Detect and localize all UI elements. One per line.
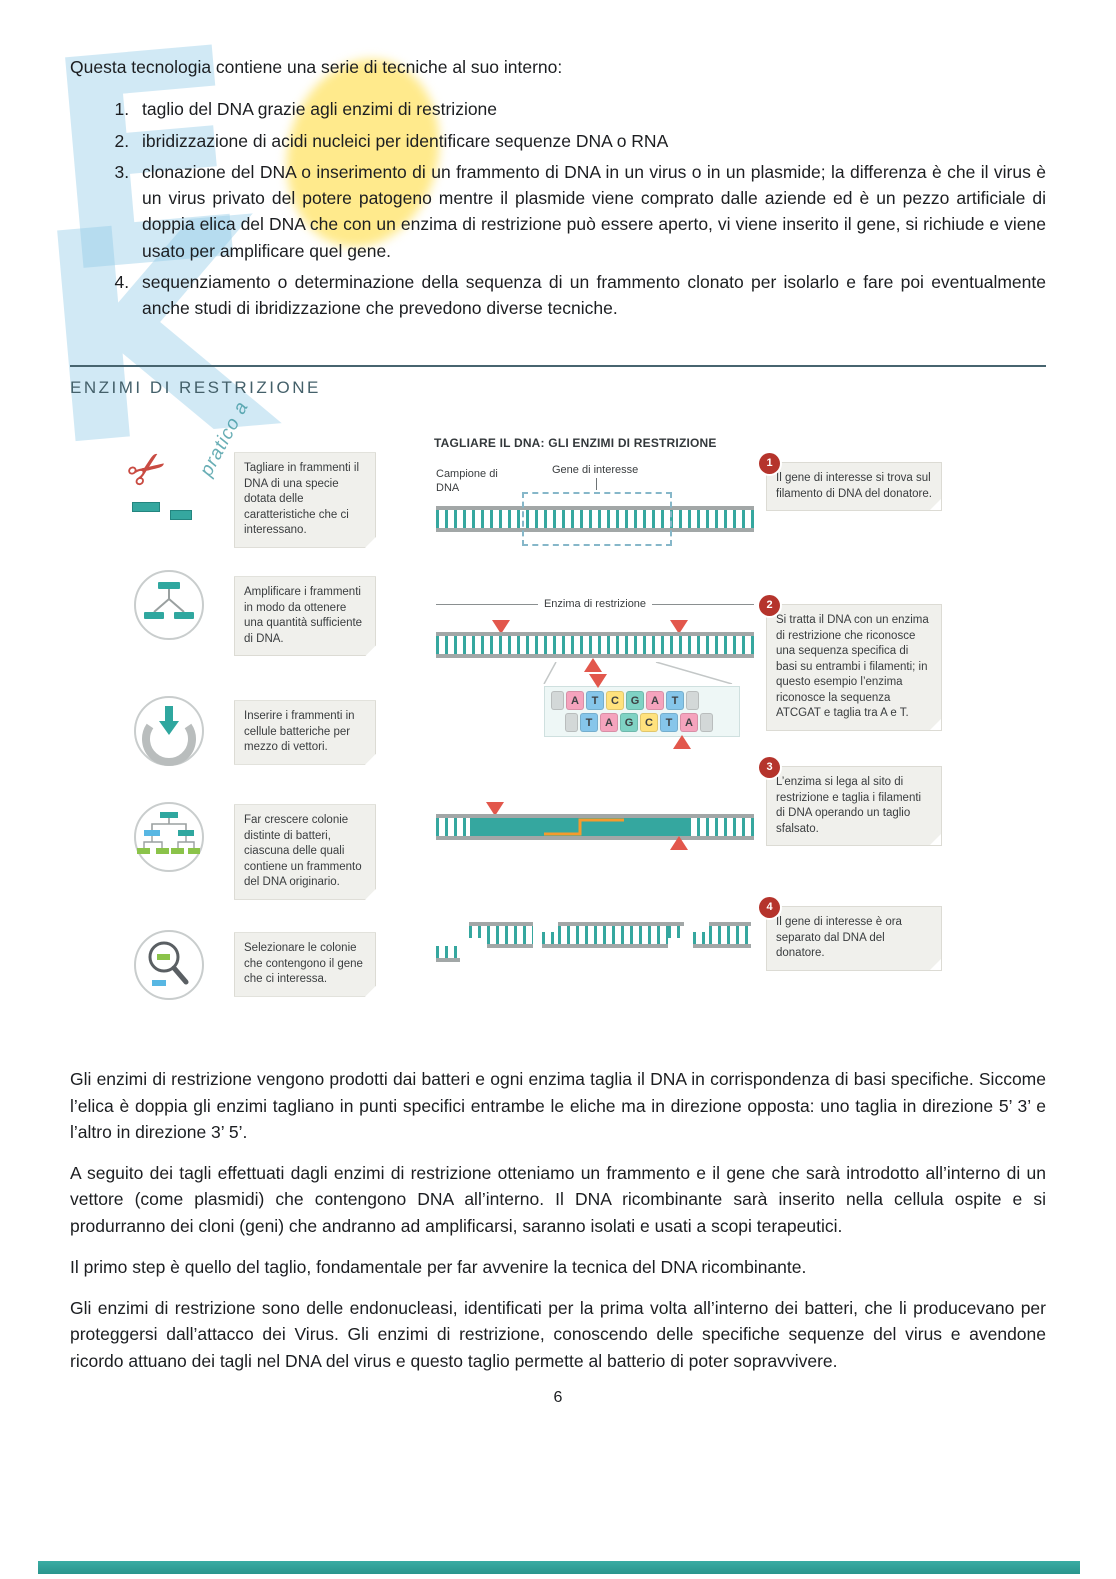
figure-step-box: Selezionare le colonie che contengono il… (234, 932, 376, 997)
base-box: G (626, 691, 644, 711)
sticky-end (693, 932, 709, 949)
base-box: T (586, 691, 604, 711)
enzyme-cut-triangle (670, 620, 688, 635)
callout-number-badge: 2 (759, 595, 780, 617)
body-paragraph: A seguito dei tagli effettuati dagli enz… (70, 1163, 1046, 1236)
enzyme-cut-triangle (670, 836, 688, 851)
callout-box: 2 Si tratta il DNA con un enzima di rest… (759, 595, 942, 731)
list-item: ibridizzazione di acidi nucleici per ide… (134, 128, 1046, 154)
figure-step-box: Far crescere colonie distinte di batteri… (234, 804, 376, 900)
label-pointer-line (596, 478, 597, 491)
list-item: clonazione del DNA o inserimento di un f… (134, 159, 1046, 264)
page-number: 6 (553, 1388, 563, 1406)
dna-fragment (469, 922, 533, 949)
zoom-callout-lines (543, 662, 733, 685)
figure-step-box: Tagliare in frammenti il DNA di una spec… (234, 452, 376, 548)
enzyme-cut-triangle (584, 658, 602, 673)
document-page: Questa tecnologia contiene una serie di … (0, 0, 1116, 1407)
numbered-list: taglio del DNA grazie agli enzimi di res… (70, 96, 1046, 321)
base-box: A (646, 691, 664, 711)
dna-fragment-gene (542, 922, 684, 949)
callout-number-badge: 4 (759, 897, 780, 919)
sticky-end (469, 922, 487, 939)
base-row-top: A T C G A T (551, 691, 733, 711)
base-box: C (606, 691, 624, 711)
magnifier-icon (134, 930, 204, 1001)
figure-step-box: Amplificare i frammenti in modo da otten… (234, 576, 376, 656)
restriction-enzyme-label-row: Enzima di restrizione (436, 598, 754, 610)
base-row-bottom: T A G C T A (565, 713, 733, 733)
scissors-icon: ✂ (117, 437, 208, 526)
base-box: T (580, 713, 598, 733)
sticky-end (668, 922, 684, 939)
base-box: T (666, 691, 684, 711)
callout-box: 4 Il gene di interesse è ora separato da… (759, 897, 942, 971)
lead-paragraph: Questa tecnologia contiene una serie di … (70, 57, 563, 77)
enzyme-cut-triangle (486, 802, 504, 817)
list-item: taglio del DNA grazie agli enzimi di res… (134, 96, 1046, 122)
restriction-enzymes-figure: TAGLIARE IL DNA: GLI ENZIMI DI RESTRIZIO… (114, 436, 950, 1036)
list-item: sequenziamento o determinazione della se… (134, 269, 1046, 322)
restriction-enzyme-label: Enzima di restrizione (543, 598, 647, 611)
figure-title: TAGLIARE IL DNA: GLI ENZIMI DI RESTRIZIO… (434, 436, 717, 451)
dna-ladder (436, 632, 754, 659)
staggered-cut-line (544, 818, 624, 836)
base-box: A (566, 691, 584, 711)
base-box: A (600, 713, 618, 733)
amplify-fragments-icon (134, 570, 204, 641)
body-paragraph: Il primo step è quello del taglio, fonda… (70, 1256, 807, 1277)
section-title: ENZIMI DI RESTRIZIONE (70, 378, 321, 398)
cut-site-triangle-bottom (673, 735, 691, 750)
base-box: C (640, 713, 658, 733)
callout-box: 3 L’enzima si lega al sito di restrizion… (759, 757, 942, 847)
separated-fragments (436, 922, 754, 963)
sticky-end (542, 932, 558, 949)
dna-fragment-bar (170, 510, 192, 521)
cut-site-triangle-top (589, 674, 607, 689)
dna-ladder (436, 506, 754, 533)
base-box: A (680, 713, 698, 733)
callout-box: 1 Il gene di interesse si trova sul fila… (759, 453, 942, 512)
base-sequence-strip: A T C G A T T A G C T A (544, 674, 740, 750)
dna-fragment (693, 922, 751, 949)
sticky-end (436, 946, 460, 963)
dna-fragment-bar (132, 502, 160, 513)
gene-of-interest-label: Gene di interesse (552, 464, 639, 477)
body-paragraph: Gli enzimi di restrizione sono delle end… (70, 1298, 1046, 1371)
body-paragraph: Gli enzimi di restrizione vengono prodot… (70, 1069, 1046, 1142)
base-box: T (660, 713, 678, 733)
sample-dna-label: Campione di DNA (436, 468, 498, 494)
enzyme-cut-triangle (492, 620, 510, 635)
section-divider (70, 365, 1046, 368)
vector-insert-icon (134, 696, 204, 767)
footer-bar (38, 1561, 1080, 1574)
base-box: G (620, 713, 638, 733)
figure-step-box: Inserire i frammenti in cellule batteric… (234, 700, 376, 765)
callout-number-badge: 3 (759, 757, 780, 779)
gene-region-dashed-box (522, 492, 672, 547)
callout-number-badge: 1 (759, 453, 780, 475)
bacteria-colonies-icon (134, 802, 204, 873)
